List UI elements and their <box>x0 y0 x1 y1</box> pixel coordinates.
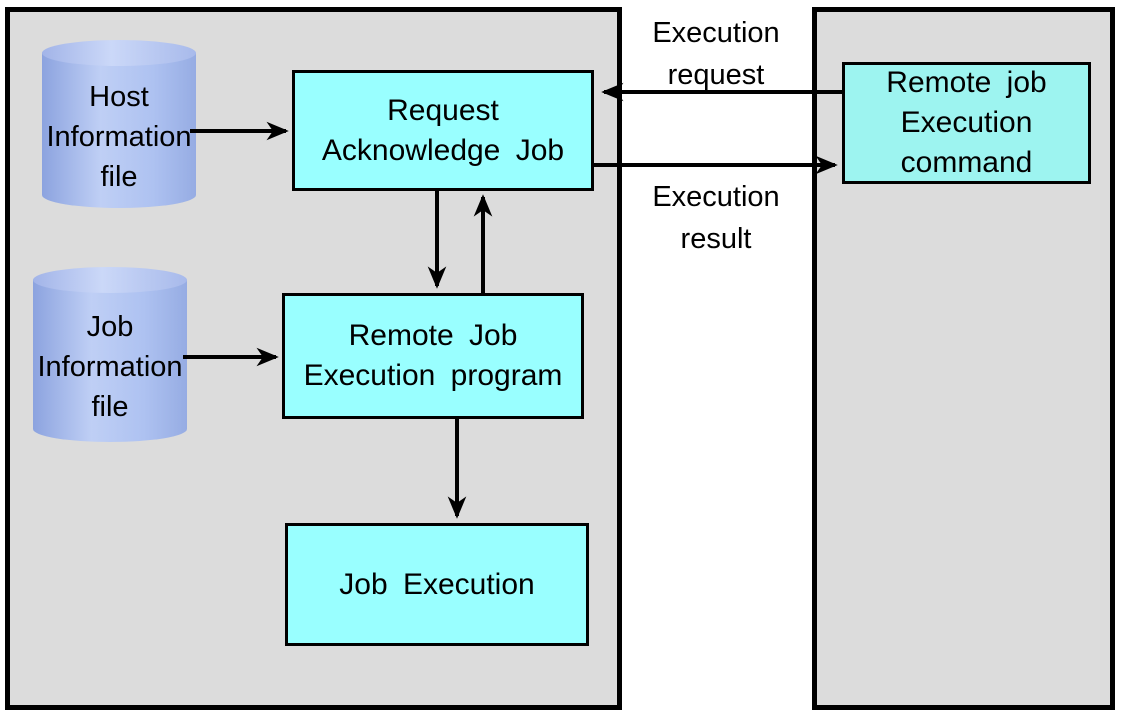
execution-result-label: Execution result <box>652 181 780 255</box>
execution-request-label: Execution request <box>652 17 780 91</box>
remote-job-execution-command-label: command <box>900 146 1033 179</box>
request-acknowledge-job-label: Request <box>387 93 499 127</box>
remote-job-execution-program-label: Execution program <box>303 359 563 392</box>
request-acknowledge-job-box: Request Acknowledge Job <box>292 70 594 191</box>
host-information-file-label: Host Information file <box>46 81 192 193</box>
remote-job-execution-command-label: Execution <box>900 106 1033 139</box>
host-information-file-cylinder-icon <box>42 40 196 208</box>
job-information-file-cylinder-icon <box>33 267 187 442</box>
job-execution-box: Job Execution <box>285 523 589 646</box>
remote-job-execution-command-label: Remote job <box>886 66 1047 99</box>
remote-job-execution-program-box: Remote Job Execution program <box>282 293 584 419</box>
job-execution-label: Job Execution <box>339 567 535 601</box>
job-information-file-label: Job Information file <box>37 311 183 423</box>
request-acknowledge-job-label: Acknowledge Job <box>321 133 565 167</box>
remote-job-execution-command-box: Remote job Execution command <box>842 62 1091 184</box>
remote-job-execution-program-label: Remote Job <box>348 319 518 352</box>
